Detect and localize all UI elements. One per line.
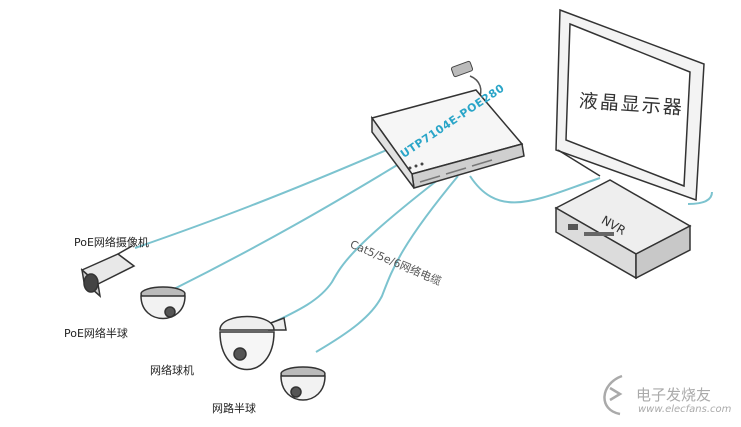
watermark-text: 电子发烧友	[636, 386, 712, 404]
cables	[134, 145, 713, 353]
expansion-dots	[408, 162, 424, 170]
label-poe-camera: PoE网络摄像机	[74, 236, 149, 249]
cable-net-dome	[315, 175, 459, 353]
cable-nvr	[469, 175, 601, 204]
cable-poe-camera	[134, 145, 397, 249]
label-net-dome: 网路半球	[212, 402, 256, 415]
network-dome-camera	[280, 366, 326, 401]
poe-dome-camera	[140, 286, 186, 320]
ptz-dome-camera	[219, 315, 287, 371]
cable-poe-dome	[171, 155, 413, 291]
watermark-logo-icon	[603, 374, 623, 416]
cable-ptz-dome	[265, 171, 449, 327]
cable-monitor-nvr	[687, 191, 713, 205]
label-ptz-dome: 网络球机	[150, 364, 194, 377]
poe-camera	[80, 245, 136, 298]
label-poe-dome: PoE网络半球	[64, 327, 128, 340]
poe-switch	[370, 89, 525, 189]
watermark-url: www.elecfans.com	[638, 404, 732, 415]
nvr-device	[554, 179, 692, 280]
lcd-monitor	[555, 8, 705, 202]
